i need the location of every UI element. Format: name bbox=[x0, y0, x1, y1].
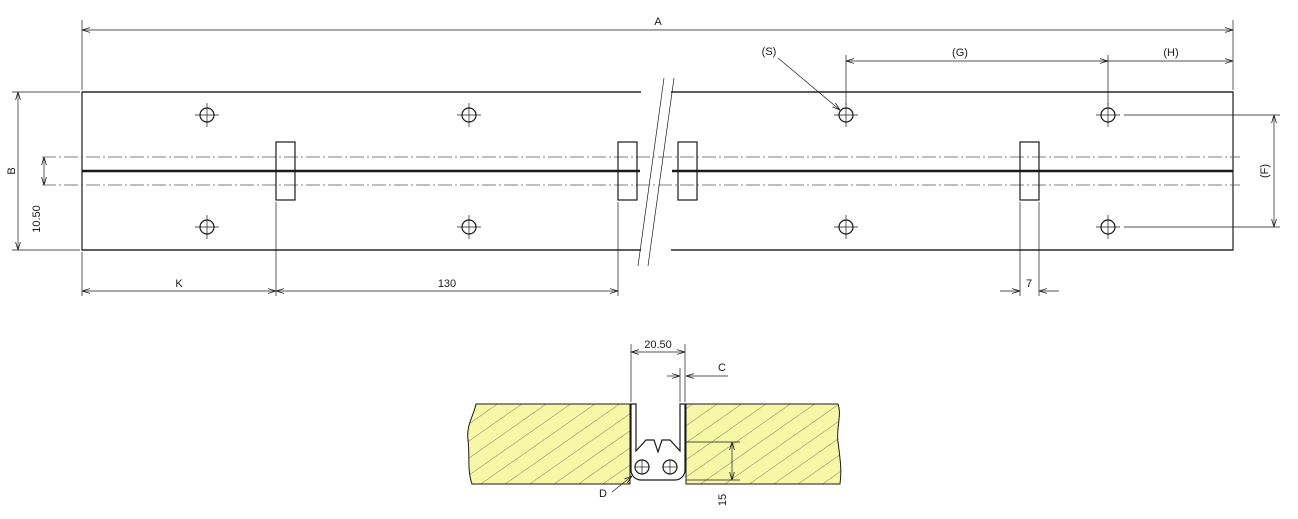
screw-hole bbox=[457, 215, 481, 239]
dimension-s-label: (S) bbox=[762, 46, 777, 58]
dimension-20-50-label: 20.50 bbox=[644, 339, 672, 351]
dimension-10-50-label: 10.50 bbox=[31, 205, 43, 233]
dimension-d: D bbox=[599, 476, 632, 500]
dimension-130-label: 130 bbox=[438, 278, 456, 290]
wood-panel-right bbox=[685, 403, 842, 485]
dimension-f-label: (F) bbox=[1259, 164, 1271, 178]
knuckle-tab bbox=[1019, 141, 1040, 201]
dimension-b-label: B bbox=[6, 167, 18, 174]
screw-hole bbox=[834, 103, 858, 127]
break-line-right bbox=[647, 77, 675, 267]
knuckle-tab bbox=[275, 141, 296, 201]
screw-hole bbox=[834, 215, 858, 239]
dimension-a-label: A bbox=[654, 16, 662, 28]
screw-hole bbox=[457, 103, 481, 127]
dimension-20-50: 20.50 bbox=[630, 339, 686, 402]
knuckle-tab bbox=[677, 141, 698, 201]
dimension-15-label: 15 bbox=[717, 494, 729, 506]
dimension-c: C bbox=[667, 362, 728, 402]
knuckle-tab bbox=[617, 141, 638, 201]
screw-hole bbox=[195, 103, 219, 127]
screw-hole bbox=[1096, 103, 1120, 127]
dimension-k-label: K bbox=[175, 278, 183, 290]
hinge-knuckle bbox=[662, 459, 678, 475]
break-gap bbox=[641, 80, 671, 266]
dimension-7-label: 7 bbox=[1026, 278, 1032, 290]
screw-hole bbox=[1096, 215, 1120, 239]
dimension-10-50: 10.50 bbox=[31, 157, 44, 233]
screw-hole bbox=[195, 215, 219, 239]
dimension-k-130: K 130 bbox=[81, 202, 619, 296]
hinge-knuckle bbox=[634, 459, 650, 475]
break-line-left bbox=[637, 77, 665, 267]
dimension-7: 7 bbox=[1000, 202, 1059, 296]
dimension-15: 15 bbox=[686, 441, 740, 506]
section-view: 20.50 C 15 D bbox=[467, 339, 842, 506]
wood-panel-left bbox=[467, 403, 631, 485]
dimension-f: (F) bbox=[1124, 114, 1280, 228]
dimension-g-h: (G) (H) bbox=[845, 47, 1233, 105]
plan-view: A (G) (H) (S) B 10.50 bbox=[6, 16, 1280, 296]
dimension-h-label: (H) bbox=[1163, 47, 1178, 59]
dimension-b: B bbox=[6, 91, 80, 251]
dimension-d-label: D bbox=[599, 488, 607, 500]
dimension-a: A bbox=[81, 16, 1234, 90]
dimension-s: (S) bbox=[762, 46, 840, 110]
dimension-c-label: C bbox=[718, 362, 726, 374]
dimension-g-label: (G) bbox=[952, 47, 968, 59]
